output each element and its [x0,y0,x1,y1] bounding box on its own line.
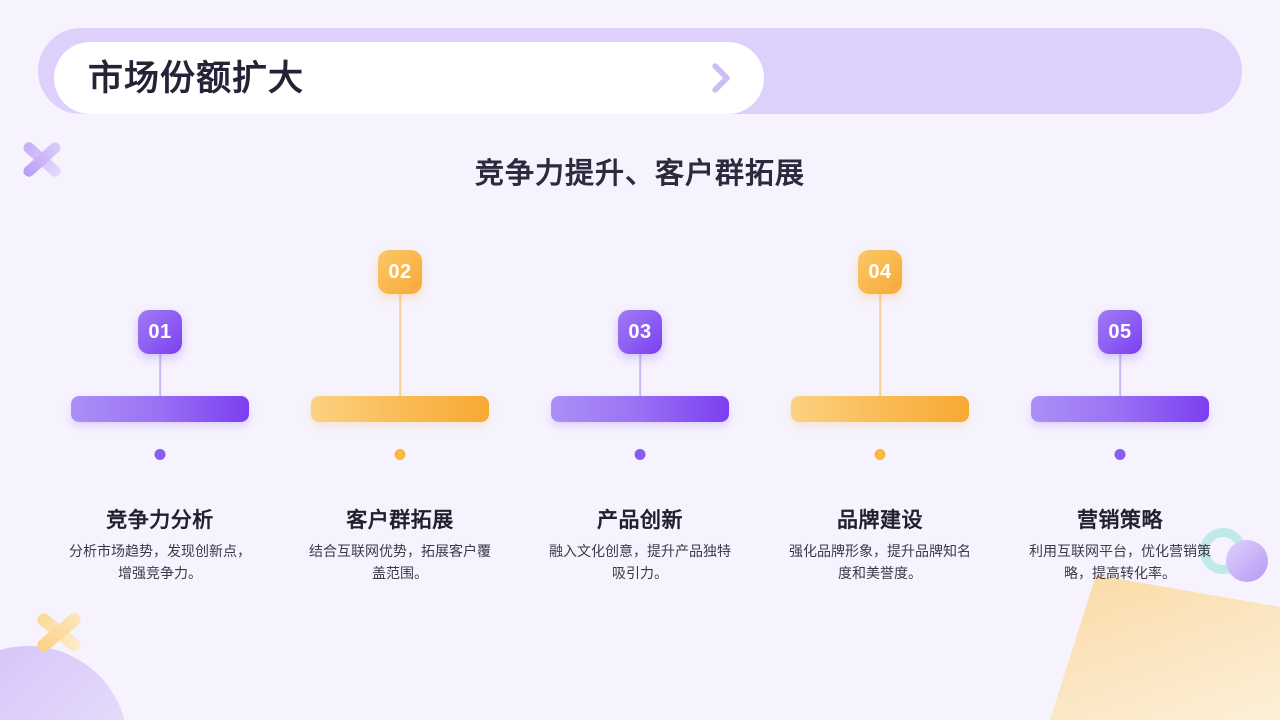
step-bar-1 [71,396,249,422]
step-desc-5: 利用互联网平台，优化营销策略，提高转化率。 [1029,543,1211,581]
step-title-3: 产品创新 [597,509,683,532]
step-stem-4 [879,294,881,412]
step-dot-5 [1114,449,1126,460]
step-title-1: 竞争力分析 [106,509,214,532]
step-desc-1: 分析市场趋势，发现创新点，增强竞争力。 [69,543,251,581]
page-title: 市场份额扩大 [88,58,305,98]
step-column-1[interactable]: 01 竞争力分析 分析市场趋势，发现创新点，增强竞争力。 [40,236,280,616]
step-dot-3 [634,449,646,460]
header-band: 市场份额扩大 [38,28,1242,114]
step-badge-5: 05 [1098,310,1142,354]
step-stem-5 [1119,354,1121,412]
step-title-4: 品牌建设 [837,509,923,532]
blob-purple-bottom-left [0,646,128,720]
step-badge-2: 02 [378,250,422,294]
chevron-right-icon[interactable] [708,61,734,95]
step-desc-2: 结合互联网优势，拓展客户覆盖范围。 [309,543,491,581]
step-desc-3: 融入文化创意，提升产品独特吸引力。 [549,543,731,581]
step-dot-2 [394,449,406,460]
step-column-4[interactable]: 04 品牌建设 强化品牌形象，提升品牌知名度和美誉度。 [760,236,1000,616]
step-title-2: 客户群拓展 [346,509,454,532]
step-badge-3: 03 [618,310,662,354]
page-subtitle: 竞争力提升、客户群拓展 [474,158,805,190]
step-desc-4: 强化品牌形象，提升品牌知名度和美誉度。 [789,543,971,581]
step-column-5[interactable]: 05 营销策略 利用互联网平台，优化营销策略，提高转化率。 [1000,236,1240,616]
step-column-2[interactable]: 02 客户群拓展 结合互联网优势，拓展客户覆盖范围。 [280,236,520,616]
step-badge-1: 01 [138,310,182,354]
step-column-3[interactable]: 03 产品创新 融入文化创意，提升产品独特吸引力。 [520,236,760,616]
step-bar-4 [791,396,969,422]
step-bar-2 [311,396,489,422]
step-stem-2 [399,294,401,412]
steps-container: 01 竞争力分析 分析市场趋势，发现创新点，增强竞争力。 02 客户群拓展 结合… [40,236,1240,616]
step-dot-1 [154,449,166,460]
step-stem-1 [159,354,161,412]
step-dot-4 [874,449,886,460]
step-title-5: 营销策略 [1077,509,1163,532]
header-title-pill: 市场份额扩大 [54,42,764,114]
step-bar-3 [551,396,729,422]
step-bar-5 [1031,396,1209,422]
step-badge-4: 04 [858,250,902,294]
step-stem-3 [639,354,641,412]
